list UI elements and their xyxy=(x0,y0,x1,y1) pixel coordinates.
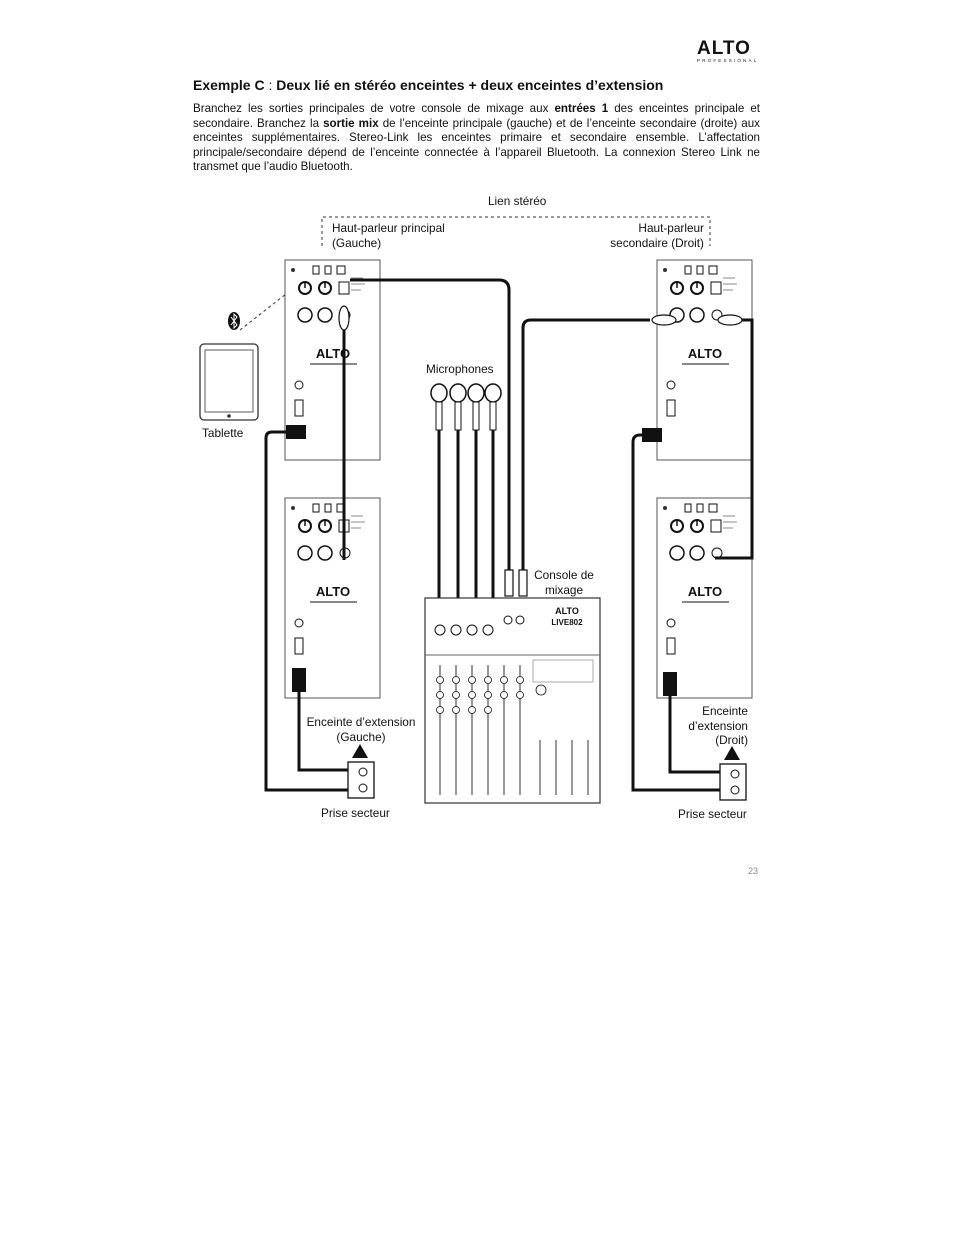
outlet-right-label: Prise secteur xyxy=(678,807,747,821)
paragraph-part-3: de l’enceinte principale (gauche) et de … xyxy=(193,116,760,174)
bluetooth-icon xyxy=(228,312,240,330)
page-number: 23 xyxy=(748,866,759,876)
secondary-speaker-label-line2: secondaire (Droit) xyxy=(610,235,704,250)
speaker-extension-right xyxy=(657,498,752,698)
extension-right-label-line3: (Droit) xyxy=(715,733,748,748)
mixer-model: LIVE802 xyxy=(551,618,583,627)
heading-separator: : xyxy=(264,77,277,93)
main-speaker-label-line2: (Gauche) xyxy=(332,235,382,250)
mixer-logo: ALTO xyxy=(555,606,579,616)
extension-right-label-line2: d’extension xyxy=(688,718,748,733)
heading-prefix: Exemple C xyxy=(193,77,265,93)
power-outlet-right-icon xyxy=(719,746,747,801)
mixer-console: ALTO LIVE802 xyxy=(424,597,601,804)
mixer-label-line2: mixage xyxy=(544,582,584,597)
logo-subtitle: PROFESSIONAL xyxy=(697,58,759,63)
microphones-icon xyxy=(430,383,502,431)
section-heading: Exemple C : Deux lié en stéréo enceintes… xyxy=(193,77,663,93)
extension-right-label: Enceinte d’extension (Droit) xyxy=(660,704,748,748)
power-outlet-left-icon xyxy=(347,744,375,799)
mixer-label-line1: Console de xyxy=(534,568,594,582)
extension-left-label: Enceinte d’extension (Gauche) xyxy=(300,715,422,744)
paragraph-part-1: Branchez les sorties principales de votr… xyxy=(193,102,555,115)
extension-left-label-line1: Enceinte d’extension xyxy=(306,715,416,729)
logo-mark: ALTO xyxy=(697,38,751,59)
heading-title: Deux lié en stéréo enceintes + deux ence… xyxy=(276,77,664,93)
extension-left-label-line2: (Gauche) xyxy=(336,729,386,744)
tablet-label: Tablette xyxy=(202,426,244,440)
secondary-speaker-label-line1: Haut-parleur xyxy=(638,221,704,235)
speaker-secondary-right xyxy=(657,260,752,460)
main-speaker-label-line1: Haut-parleur principal xyxy=(332,221,445,235)
mixer-label: Console de mixage xyxy=(528,568,600,597)
stereo-link-label: Lien stéréo xyxy=(488,194,547,208)
body-paragraph: Branchez les sorties principales de votr… xyxy=(193,102,760,175)
alto-logo: ALTO PROFESSIONAL xyxy=(697,38,759,64)
main-speaker-label: Haut-parleur principal (Gauche) xyxy=(332,221,445,250)
tablet-icon xyxy=(199,343,259,421)
outlet-left-label: Prise secteur xyxy=(321,806,390,820)
extension-right-label-line1: Enceinte xyxy=(702,704,748,718)
paragraph-bold-1: entrées 1 xyxy=(554,102,609,115)
paragraph-part-2: des enceintes principale et secondaire. … xyxy=(193,102,760,130)
paragraph-bold-2: sortie mix xyxy=(323,116,379,130)
microphones-label: Microphones xyxy=(426,362,494,376)
secondary-speaker-label: Haut-parleur secondaire (Droit) xyxy=(590,221,704,250)
